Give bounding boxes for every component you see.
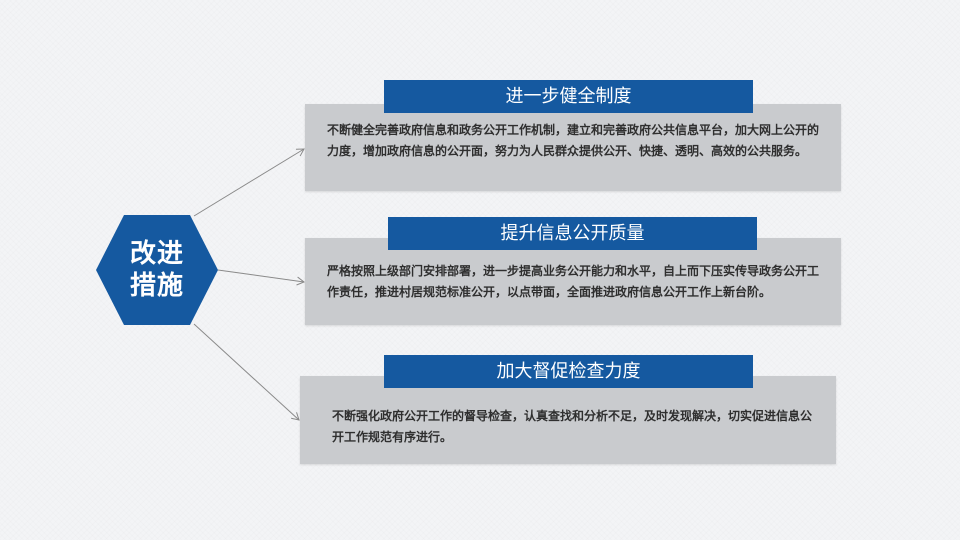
item-1-text: 不断健全完善政府信息和政务公开工作机制，建立和完善政府公共信息平台，加大网上公开…: [327, 123, 820, 158]
item-2-title: 提升信息公开质量: [388, 217, 757, 250]
item-2-box: [305, 238, 841, 325]
center-hexagon: 改进 措施: [96, 215, 218, 325]
item-2-text: 严格按照上级部门安排部署，进一步提高业务公开能力和水平，自上而下压实传导政务公开…: [327, 264, 820, 299]
item-3-title: 加大督促检查力度: [384, 355, 753, 388]
center-label-line1: 改进: [129, 239, 184, 269]
connector-line-2: [217, 269, 305, 286]
connector-line-3: [193, 323, 300, 421]
item-3-box: [300, 376, 836, 464]
center-label: 改进 措施: [96, 215, 218, 325]
item-1-box: [305, 104, 841, 191]
item-1-title: 进一步健全制度: [384, 80, 753, 113]
item-3-text: 不断强化政府公开工作的督导检查，认真查找和分析不足，及时发现解决，切实促进信息公…: [332, 409, 813, 444]
connector-line-1: [193, 148, 305, 217]
center-label-line2: 措施: [129, 271, 184, 301]
